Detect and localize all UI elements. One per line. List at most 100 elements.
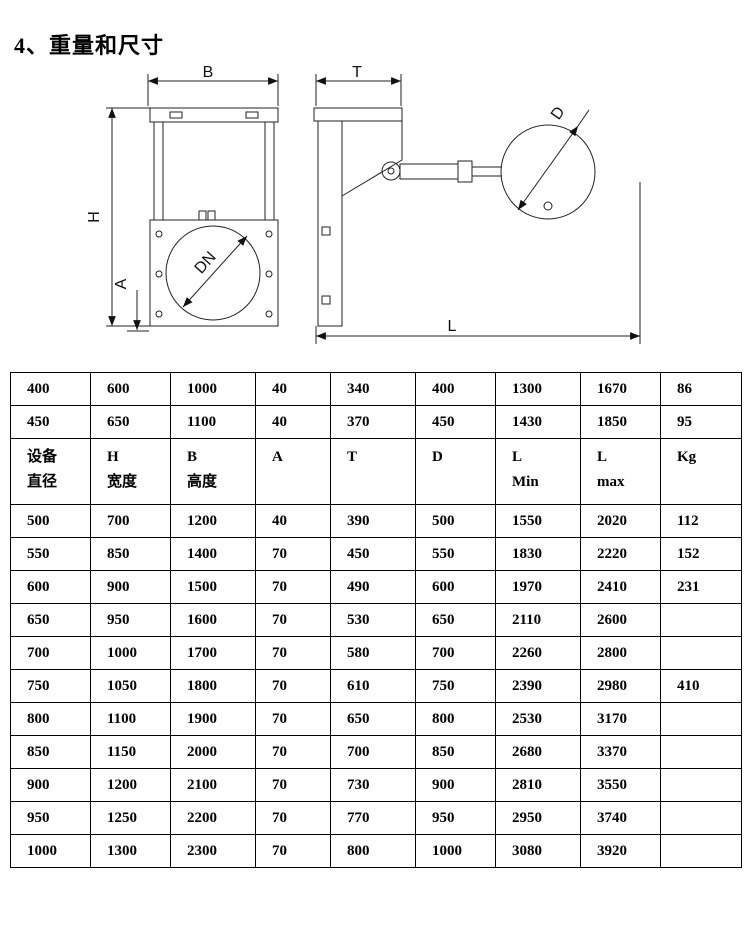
data-cell: 1430: [495, 405, 581, 439]
header-cell: H 宽度: [90, 438, 171, 505]
data-cell: 650: [415, 603, 496, 637]
data-cell: 850: [10, 735, 91, 769]
data-cell: 2390: [495, 669, 581, 703]
data-cell: 1100: [170, 405, 256, 439]
data-cell: 3920: [580, 834, 661, 868]
data-cell: 530: [330, 603, 416, 637]
data-cell: 950: [415, 801, 496, 835]
data-cell: 1000: [10, 834, 91, 868]
data-cell: 2000: [170, 735, 256, 769]
data-cell: 2600: [580, 603, 661, 637]
data-cell: 370: [330, 405, 416, 439]
data-cell: 1400: [170, 537, 256, 571]
header-cell: A: [255, 438, 331, 505]
data-cell: 1000: [90, 636, 171, 670]
data-cell: 3740: [580, 801, 661, 835]
data-cell: 70: [255, 570, 331, 604]
data-cell: 1000: [170, 372, 256, 406]
data-cell: 2680: [495, 735, 581, 769]
data-cell: [660, 636, 742, 670]
data-cell: 1600: [170, 603, 256, 637]
data-cell: 2980: [580, 669, 661, 703]
data-cell: 700: [10, 636, 91, 670]
data-cell: 1670: [580, 372, 661, 406]
data-cell: 580: [330, 636, 416, 670]
data-cell: 1500: [170, 570, 256, 604]
data-cell: [660, 702, 742, 736]
data-cell: 700: [330, 735, 416, 769]
data-cell: 152: [660, 537, 742, 571]
data-cell: 40: [255, 504, 331, 538]
data-cell: 500: [10, 504, 91, 538]
data-cell: 1200: [90, 768, 171, 802]
data-cell: 3170: [580, 702, 661, 736]
header-cell: D: [415, 438, 496, 505]
header-cell: B 高度: [170, 438, 256, 505]
data-cell: 95: [660, 405, 742, 439]
data-cell: 1000: [415, 834, 496, 868]
data-cell: 730: [330, 768, 416, 802]
data-cell: 1900: [170, 702, 256, 736]
data-cell: 1970: [495, 570, 581, 604]
data-cell: 750: [415, 669, 496, 703]
header-cell: L Min: [495, 438, 581, 505]
header-cell: T: [330, 438, 416, 505]
header-cell: Kg: [660, 438, 742, 505]
data-cell: 2110: [495, 603, 581, 637]
dim-label-d: D: [548, 104, 569, 123]
data-cell: 650: [10, 603, 91, 637]
data-cell: 1830: [495, 537, 581, 571]
data-cell: 550: [10, 537, 91, 571]
data-cell: 410: [660, 669, 742, 703]
data-cell: 1050: [90, 669, 171, 703]
data-cell: 800: [330, 834, 416, 868]
data-cell: 490: [330, 570, 416, 604]
data-cell: 70: [255, 603, 331, 637]
data-cell: 600: [10, 570, 91, 604]
data-cell: 2260: [495, 636, 581, 670]
data-cell: 2200: [170, 801, 256, 835]
data-cell: 600: [90, 372, 171, 406]
data-cell: 3550: [580, 768, 661, 802]
data-cell: 450: [415, 405, 496, 439]
data-cell: 1200: [170, 504, 256, 538]
data-cell: 70: [255, 669, 331, 703]
data-cell: 2100: [170, 768, 256, 802]
data-cell: 3370: [580, 735, 661, 769]
data-cell: [660, 735, 742, 769]
data-cell: 700: [90, 504, 171, 538]
data-cell: 800: [415, 702, 496, 736]
data-cell: 1250: [90, 801, 171, 835]
data-cell: 70: [255, 768, 331, 802]
data-cell: 900: [90, 570, 171, 604]
data-cell: 550: [415, 537, 496, 571]
data-cell: 600: [415, 570, 496, 604]
data-cell: 450: [330, 537, 416, 571]
data-cell: 610: [330, 669, 416, 703]
data-cell: 70: [255, 702, 331, 736]
technical-drawings: B H A DN T D L: [86, 64, 641, 344]
data-cell: 2410: [580, 570, 661, 604]
front-view-drawing: [106, 74, 279, 332]
data-cell: 650: [90, 405, 171, 439]
data-cell: 2530: [495, 702, 581, 736]
header-cell: 设备 直径: [10, 438, 91, 505]
data-cell: 2810: [495, 768, 581, 802]
data-cell: 800: [10, 702, 91, 736]
data-cell: 70: [255, 834, 331, 868]
data-cell: 650: [330, 702, 416, 736]
data-cell: 2020: [580, 504, 661, 538]
data-cell: 70: [255, 537, 331, 571]
page-title: 4、重量和尺寸: [14, 33, 165, 58]
data-cell: 40: [255, 372, 331, 406]
data-cell: 1300: [90, 834, 171, 868]
data-cell: 1100: [90, 702, 171, 736]
data-cell: [660, 834, 742, 868]
